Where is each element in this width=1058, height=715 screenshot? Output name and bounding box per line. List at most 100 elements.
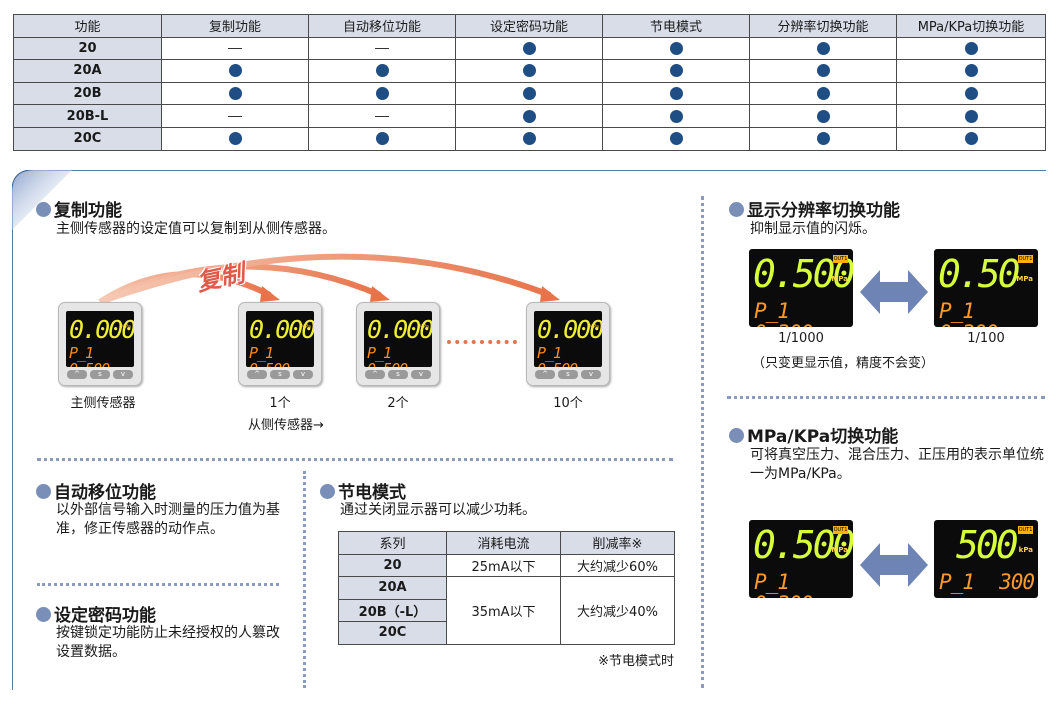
out1-indicator: OUT1 <box>1018 526 1033 534</box>
feature-cell <box>161 36 309 61</box>
vertical-divider-right <box>701 196 704 688</box>
copy-title-text: 复制功能 <box>54 201 122 221</box>
double-arrow-icon <box>860 270 928 314</box>
down-button[interactable]: v <box>113 370 133 379</box>
bullet-icon <box>729 202 744 217</box>
supported-dot-icon <box>816 109 830 123</box>
unit-label: MPa <box>1016 275 1033 283</box>
supported-dot-icon <box>375 87 389 101</box>
sensor-sub-value: P_1 0.500 <box>537 344 578 367</box>
supported-dot-icon <box>669 132 683 146</box>
supported-dot-icon <box>228 87 242 101</box>
down-button[interactable]: v <box>581 370 601 379</box>
unit-label: MPa <box>588 324 599 330</box>
display-mpa: 0.500 OUT1 MPa P_1 0.300 <box>749 520 853 598</box>
table-row: 20C <box>13 126 1046 151</box>
bullet-icon <box>729 428 744 443</box>
table-row: 20B-L <box>13 104 1046 128</box>
display-sub-value: P_1 0.300 <box>754 299 813 327</box>
unit-label: MPa <box>120 324 131 330</box>
ellipsis-dots <box>447 340 517 344</box>
auto-shift-title-text: 自动移位功能 <box>54 483 156 503</box>
out1-indicator: OUT1 <box>833 255 848 263</box>
model-cell: 20B-L <box>13 104 162 128</box>
display-main-value: 0.50 <box>938 252 1020 296</box>
set-button[interactable]: s <box>388 370 408 379</box>
feature-cell <box>749 36 897 61</box>
rate-cell: 大约减少40% <box>560 576 675 645</box>
resolution-label-1000: 1/1000 <box>778 331 824 346</box>
vertical-divider-middle <box>303 471 306 688</box>
table-row: 20 <box>13 36 1046 61</box>
header-cell: MPa/KPa切换功能 <box>896 14 1046 38</box>
feature-cell <box>749 104 897 128</box>
supported-dot-icon <box>964 41 978 55</box>
feature-cell <box>455 81 603 106</box>
supported-dot-icon <box>669 64 683 78</box>
header-cell: 自动移位功能 <box>308 14 456 38</box>
bullet-icon <box>36 202 51 217</box>
up-button[interactable]: ^ <box>535 370 555 379</box>
feature-panel <box>12 170 1046 690</box>
up-button[interactable]: ^ <box>247 370 267 379</box>
set-button[interactable]: s <box>558 370 578 379</box>
display-sub-value: P_1 0.300 <box>939 299 998 327</box>
feature-cell <box>455 36 603 61</box>
sensor-label-10: 10个 <box>553 396 583 411</box>
feature-cell <box>602 81 750 106</box>
power-table: 系列 消耗电流 削减率※ 20 25mA以下 大约减少60% 20A 35mA以… <box>338 531 675 645</box>
feature-cell <box>308 104 456 128</box>
unit-label: MPa <box>418 324 429 330</box>
unit-switch-desc: 可将真空压力、混合压力、正压用的表示单位统一为MPa/KPa。 <box>750 447 1044 482</box>
feature-cell <box>896 126 1046 151</box>
table-row: 20 25mA以下 大约减少60% <box>338 553 675 577</box>
header-cell: 设定密码功能 <box>455 14 603 38</box>
slave-sensor-label: 从侧传感器→ <box>248 418 324 433</box>
rate-cell: 大约减少60% <box>560 553 675 577</box>
supported-dot-icon <box>522 109 536 123</box>
up-button[interactable]: ^ <box>365 370 385 379</box>
feature-cell <box>308 81 456 106</box>
bullet-icon <box>320 484 335 499</box>
feature-cell <box>749 126 897 151</box>
power-desc: 通过关闭显示器可以减少功耗。 <box>340 502 536 518</box>
supported-dot-icon <box>669 109 683 123</box>
feature-cell <box>896 59 1046 83</box>
not-supported-dash-icon <box>228 115 242 117</box>
set-button[interactable]: s <box>90 370 110 379</box>
down-button[interactable]: v <box>411 370 431 379</box>
supported-dot-icon <box>816 132 830 146</box>
current-cell: 25mA以下 <box>446 553 561 577</box>
resolution-title-text: 显示分辨率切换功能 <box>747 201 900 221</box>
set-button[interactable]: s <box>270 370 290 379</box>
supported-dot-icon <box>375 64 389 78</box>
feature-cell <box>602 59 750 83</box>
feature-cell <box>896 36 1046 61</box>
feature-cell <box>749 81 897 106</box>
auto-shift-desc: 以外部信号输入时测量的压力值为基准，修正传感器的动作点。 <box>56 502 280 537</box>
header-cell: 系列 <box>338 531 447 555</box>
copy-arrows <box>98 253 560 305</box>
resolution-note: （只变更显示值，精度不会变） <box>752 356 935 371</box>
display-kpa: 500 OUT1 kPa P_1 300 <box>934 520 1038 598</box>
bullet-icon <box>36 484 51 499</box>
feature-cell <box>455 126 603 151</box>
down-button[interactable]: v <box>293 370 313 379</box>
unit-label: kPa <box>1018 546 1033 554</box>
supported-dot-icon <box>669 41 683 55</box>
supported-dot-icon <box>964 64 978 78</box>
model-cell: 20 <box>13 36 162 61</box>
feature-cell <box>602 104 750 128</box>
feature-table: 功能 复制功能 自动移位功能 设定密码功能 节电模式 分辨率切换功能 MPa/K… <box>13 14 1046 151</box>
supported-dot-icon <box>522 41 536 55</box>
series-cell: 20 <box>338 553 447 577</box>
up-button[interactable]: ^ <box>67 370 87 379</box>
supported-dot-icon <box>964 87 978 101</box>
